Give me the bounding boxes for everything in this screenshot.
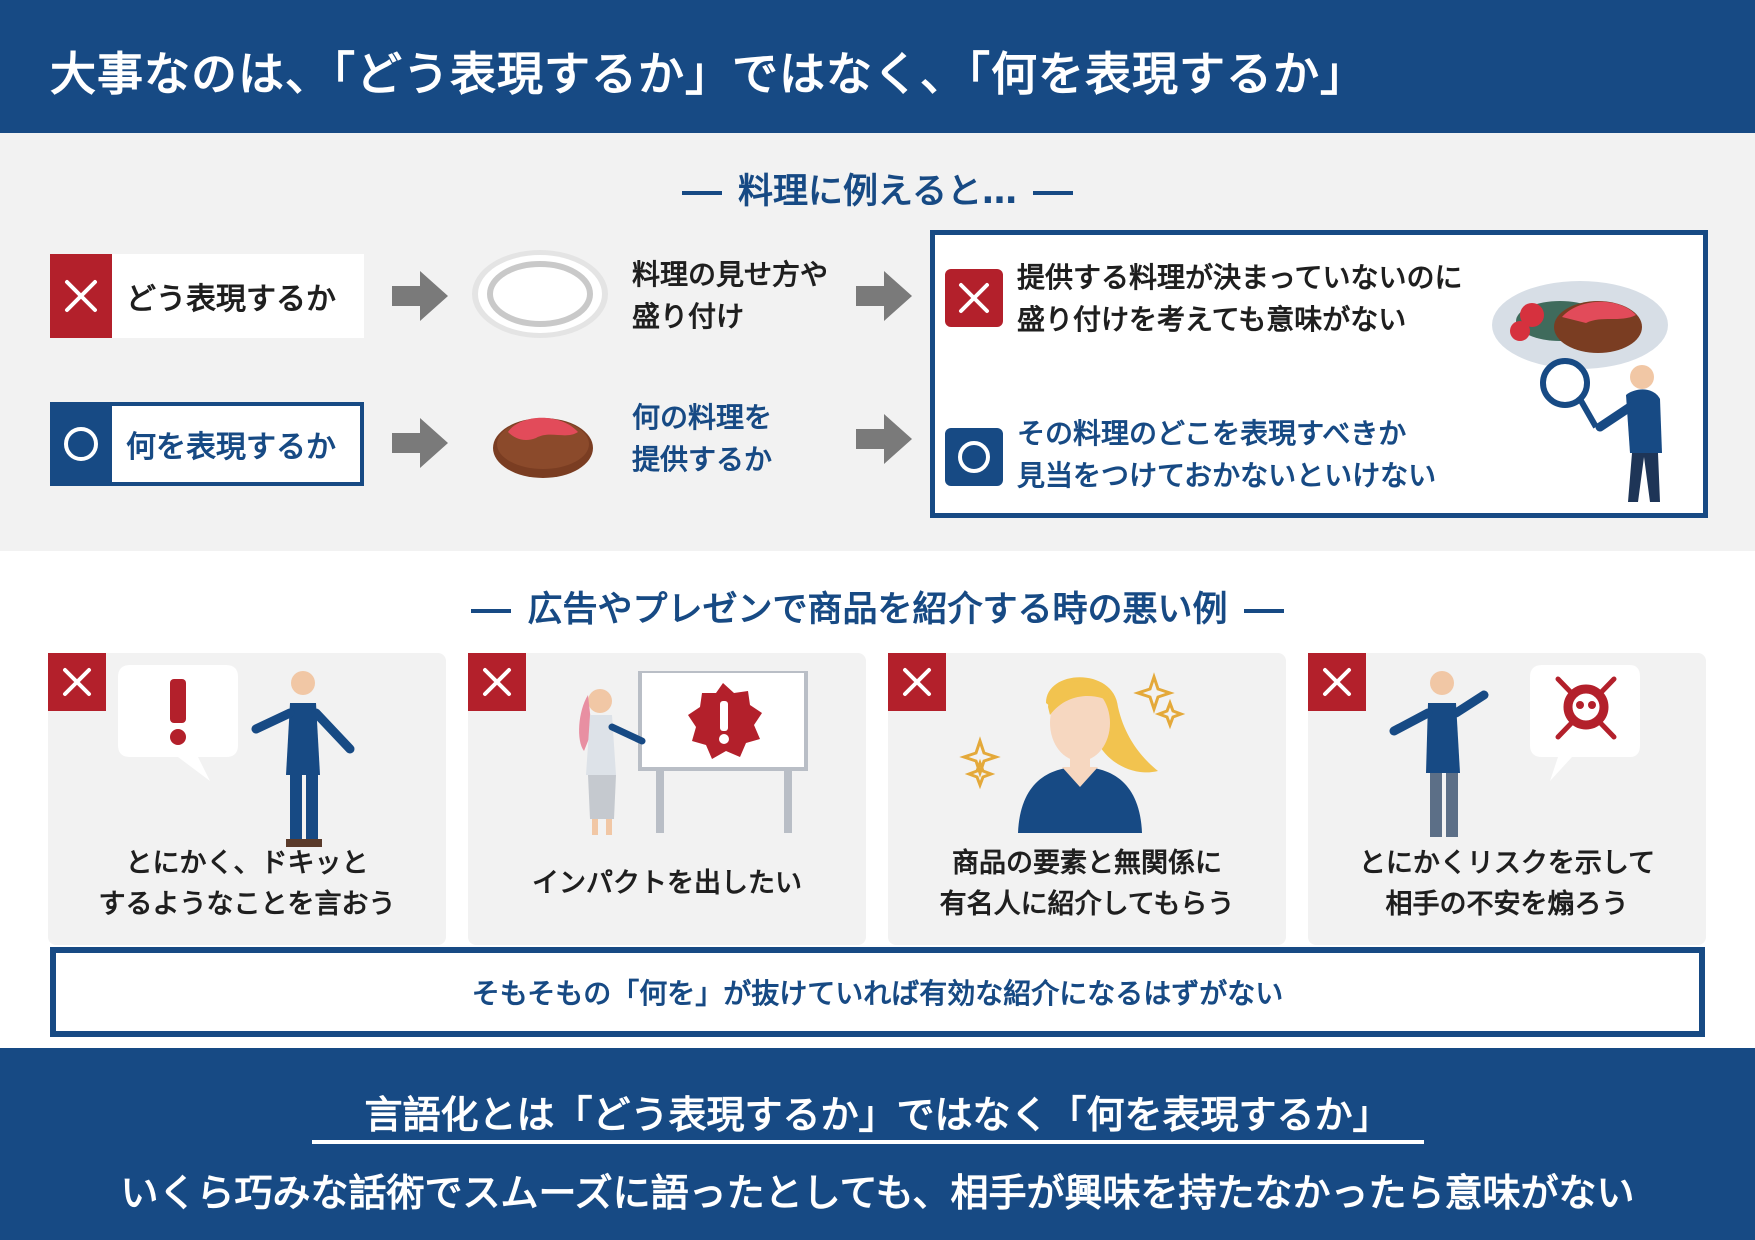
circle-icon: [945, 428, 1003, 486]
cross-icon: [945, 269, 1003, 327]
explanation-box: 提供する料理が決まっていないのに 盛り付けを考えても意味がない その料理のどこを…: [930, 230, 1708, 518]
bad-explanation: 提供する料理が決まっていないのに 盛り付けを考えても意味がない: [1017, 261, 1463, 336]
bad-example-card-2: インパクトを出したい: [468, 653, 866, 945]
arrow-right-icon: [392, 271, 448, 321]
how-description: 料理の見せ方や 盛り付け: [632, 258, 829, 333]
empty-plate-icon: [472, 250, 608, 338]
heading-dash-left: [682, 191, 723, 195]
footer-subtitle: いくら巧みな話術でスムーズに語ったとしても、相手が興味を持たなかったら意味がない: [120, 1171, 1635, 1215]
good-explanation: その料理のどこを表現すべきか 見当をつけておかないといけない: [1017, 417, 1437, 492]
bad-example-caption-3: 商品の要素と無関係に 有名人に紹介してもらう: [939, 848, 1235, 920]
cross-icon: [50, 254, 112, 338]
header-banner: 大事なのは、「どう表現するか」ではなく、「何を表現するか」: [0, 0, 1755, 133]
what-description: 何の料理を 提供するか: [632, 401, 773, 476]
heading-dash-left: [471, 609, 512, 613]
what-to-express-box: 何を表現するか: [50, 402, 364, 486]
footer-underline: [312, 1140, 1424, 1144]
presenter-board-illustration: [579, 671, 808, 835]
bad-example-caption-1: とにかく、ドキッと するようなことを言おう: [98, 848, 396, 920]
cross-icon: [1308, 653, 1366, 711]
what-to-express-label: 何を表現するか: [126, 430, 336, 465]
celebrity-illustration: [959, 672, 1186, 833]
cross-icon: [468, 653, 526, 711]
bad-example-card-4: とにかくリスクを示して 相手の不安を煽ろう: [1308, 653, 1706, 945]
arrow-right-icon: [856, 271, 912, 321]
cross-icon: [888, 653, 946, 711]
bad-example-caption-2: インパクトを出したい: [532, 868, 802, 899]
circle-icon: [50, 402, 112, 486]
footer-title: 言語化とは「どう表現するか」ではなく「何を表現するか」: [364, 1093, 1391, 1137]
bad-example-caption-4: とにかくリスクを示して 相手の不安を煽ろう: [1358, 848, 1656, 920]
cooking-analogy-heading: 料理に例えると…: [0, 163, 1755, 214]
footer-banner: 言語化とは「どう表現するか」ではなく「何を表現するか」 いくら巧みな話術でスムー…: [0, 1048, 1755, 1240]
page-title: 大事なのは、「どう表現するか」ではなく、「何を表現するか」: [50, 47, 1367, 101]
inspector-illustration: [1492, 281, 1668, 502]
summary-text: そもそもの「何を」が抜けていれば有効な紹介になるはずがない: [471, 977, 1284, 1010]
arrow-right-icon: [392, 418, 448, 468]
food-icon: [493, 417, 593, 478]
bad-examples-heading: 広告やプレゼンで商品を紹介する時の悪い例: [0, 581, 1755, 632]
presenter-exclamation-illustration: [118, 665, 355, 847]
heading-dash-right: [1243, 609, 1284, 613]
cross-icon: [48, 653, 106, 711]
presenter-skull-illustration: [1389, 665, 1640, 837]
bad-example-card-3: 商品の要素と無関係に 有名人に紹介してもらう: [888, 653, 1286, 945]
arrow-right-icon: [856, 414, 912, 464]
how-to-express-box: どう表現するか: [50, 254, 364, 338]
summary-box: そもそもの「何を」が抜けていれば有効な紹介になるはずがない: [50, 947, 1705, 1037]
how-to-express-label: どう表現するか: [126, 282, 336, 317]
bad-example-card-1: とにかく、ドキッと するようなことを言おう: [48, 653, 446, 945]
heading-dash-right: [1032, 191, 1073, 195]
